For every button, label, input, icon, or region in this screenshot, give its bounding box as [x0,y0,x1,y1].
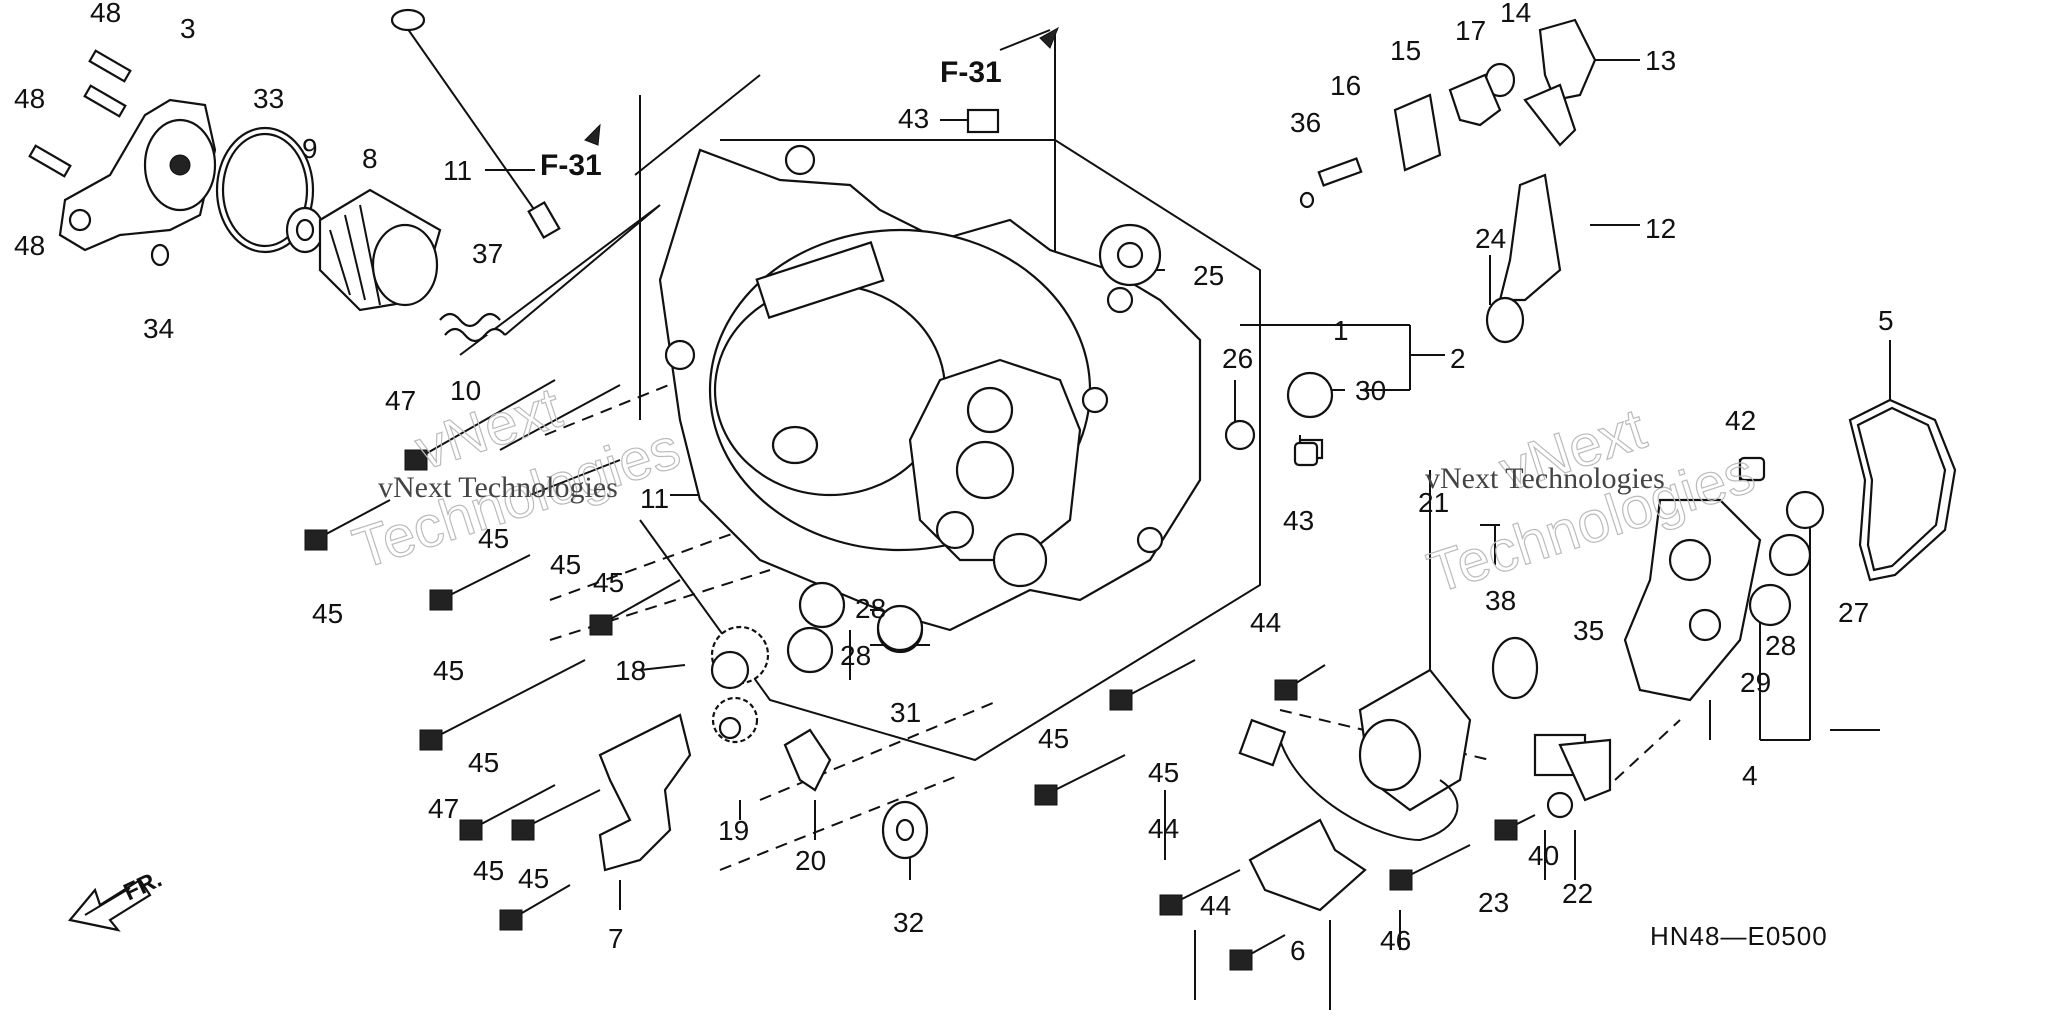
gasket-5 [1848,398,1957,582]
part-label-45f: 45 [468,747,499,778]
dipstick-11 [390,8,561,239]
part-label-5: 5 [1878,305,1894,336]
part-label-47a: 47 [385,385,416,416]
part-label-29: 29 [1740,667,1771,698]
part-label-48b: 48 [14,83,45,114]
part-label-42: 42 [1725,405,1756,436]
gear-19 [711,696,759,744]
part-label-11b: 11 [640,483,669,514]
part-label-16: 16 [1330,70,1361,101]
part-label-3: 3 [180,13,196,44]
part-label-40: 40 [1528,840,1559,871]
part-label-25: 25 [1193,260,1224,291]
part-label-14: 14 [1500,0,1531,28]
gear-18 [710,625,770,690]
part-label-45b: 45 [550,549,581,580]
bearings-center [786,108,1334,860]
part-label-28c: 28 [1765,630,1796,661]
watermark-right-small: vNext Technologies [1425,462,1665,495]
part-label-38: 38 [1485,585,1516,616]
part-label-34: 34 [143,313,174,344]
part-label-48a: 48 [90,0,121,28]
part-label-12: 12 [1645,213,1676,244]
part-label-45d: 45 [312,598,343,629]
diagram-code: HN48—E0500 [1650,921,1828,951]
sensor-22 [1533,733,1612,819]
part-label-15: 15 [1390,35,1421,66]
part-label-45e: 45 [433,655,464,686]
part-label-45i: 45 [1038,723,1069,754]
part-label-27: 27 [1838,597,1869,628]
part-label-10: 10 [450,375,481,406]
part-label-31: 31 [890,697,921,728]
part-label-23: 23 [1478,887,1509,918]
part-label-17: 17 [1455,15,1486,46]
part-label-1: 1 [1333,315,1349,346]
part-label-32: 32 [893,907,924,938]
part-label-20: 20 [795,845,826,876]
part-label-18: 18 [615,655,646,686]
part-label-36: 36 [1290,107,1321,138]
part-label-26: 26 [1222,343,1253,374]
part-label-44c: 44 [1200,890,1231,921]
part-label-7: 7 [608,923,624,954]
part-label-19: 19 [718,815,749,846]
watermark-left-small: vNext Technologies [378,471,618,504]
part-label-28b: 28 [840,640,871,671]
part-label-35: 35 [1573,615,1604,646]
part-label-2: 2 [1450,343,1466,374]
bearing-9 [285,206,325,254]
part-label-28a: 28 [855,593,886,624]
part-label-43a: 43 [898,103,929,134]
bolts-48 [28,49,132,178]
front-arrow-icon [67,878,152,932]
part-label-43b: 43 [1283,505,1314,536]
cover-4 [1623,458,1825,702]
part-label-8: 8 [362,143,378,174]
crankcase-cover [658,144,1202,632]
oil-filter-cover [58,98,217,252]
part-label-6: 6 [1290,935,1306,966]
part-label-4: 4 [1742,760,1758,791]
bolts [304,379,1536,971]
part-label-46: 46 [1380,925,1411,956]
shift-parts-top-right [1299,18,1597,344]
part-label-30: 30 [1355,375,1386,406]
oil-filter-8 [318,188,442,312]
spring-10 [439,312,506,343]
arrow-f31-left [584,123,601,146]
bracket-6 [1248,818,1367,912]
part-label-13: 13 [1645,45,1676,76]
ring-38 [1491,636,1539,700]
ref-f31-left: F-31 [540,149,602,182]
part-20 [783,728,832,792]
part-label-33: 33 [253,83,284,114]
part-label-9: 9 [302,133,318,164]
part-label-45c: 45 [593,567,624,598]
part-label-24: 24 [1475,223,1506,254]
motor-21 [1238,668,1472,842]
seal-31-32 [876,604,924,652]
part-label-45g: 45 [473,855,504,886]
pin-42 [1738,456,1766,482]
washer-34 [150,243,170,267]
arrow-f31-top [1039,26,1059,49]
collar-43 [1293,441,1319,467]
part-label-48c: 48 [14,230,45,261]
part-label-44b: 44 [1148,813,1179,844]
part-label-47b: 47 [428,793,459,824]
part-label-45a: 45 [478,523,509,554]
part-label-45j: 45 [1148,757,1179,788]
part-label-22: 22 [1562,878,1593,909]
part-label-11a: 11 [443,155,472,186]
ref-f31-top: F-31 [940,56,1002,89]
part-label-37: 37 [472,238,503,269]
part-labels: 48 48 48 3 33 9 8 34 11 37 10 47 45 11 4… [14,0,1894,966]
part-label-21: 21 [1418,487,1449,518]
part-label-44a: 44 [1250,607,1281,638]
bracket-7 [598,713,692,872]
part-label-45h: 45 [518,863,549,894]
